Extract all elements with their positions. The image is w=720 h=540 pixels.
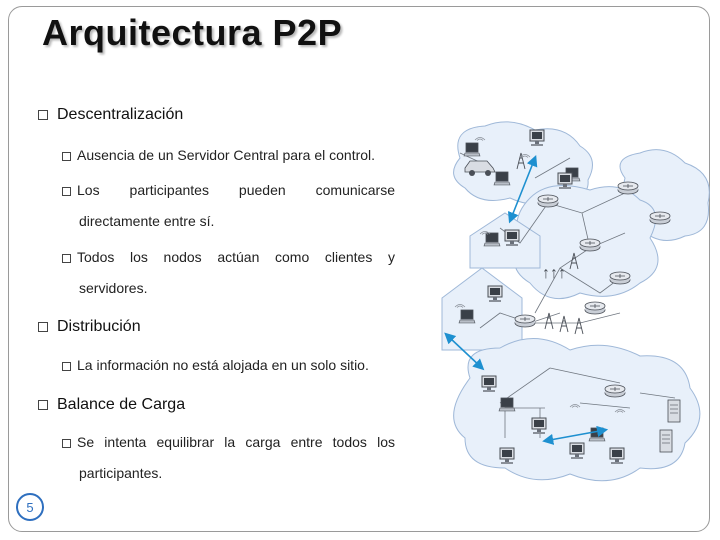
antenna-icon: ↑↑↑ bbox=[542, 265, 566, 282]
enterprise-network-cloud bbox=[453, 338, 701, 482]
checkbox-bullet-icon bbox=[62, 187, 71, 196]
slide-title: Arquitectura P2P bbox=[42, 12, 343, 53]
sub-bullet-continuation: participantes. bbox=[79, 465, 163, 481]
bullet-distribucion: Distribución bbox=[38, 318, 141, 336]
checkbox-bullet-icon bbox=[62, 362, 71, 371]
sub-bullet-text: Ausencia de un Servidor Central para el … bbox=[77, 147, 376, 163]
sub-bullet-equilibrar: Se intenta equilibrar la carga entre tod… bbox=[62, 427, 400, 489]
sub-bullet-participantes: Los participantes pueden comunicarse dir… bbox=[62, 175, 400, 237]
checkbox-bullet-icon bbox=[62, 439, 71, 448]
p2p-link-arrows bbox=[444, 155, 609, 445]
slide-frame bbox=[8, 6, 710, 532]
sub-bullet-text: Se intenta equilibrar la carga entre tod… bbox=[77, 434, 395, 450]
sub-bullet-servidor: Ausencia de un Servidor Central para el … bbox=[62, 140, 400, 171]
sub-bullet-text: La información no está alojada en un sol… bbox=[77, 357, 369, 373]
sub-bullet-text: Los participantes pueden comunicarse bbox=[77, 182, 395, 198]
sub-bullet-nodos: Todos los nodos actúan como clientes y s… bbox=[62, 242, 400, 304]
p2p-network-diagram: ↑↑↑ bbox=[441, 121, 710, 482]
bullet-label: Descentralización bbox=[57, 106, 184, 123]
checkbox-bullet-icon bbox=[38, 110, 48, 120]
sub-bullet-continuation: servidores. bbox=[79, 280, 148, 296]
checkbox-bullet-icon bbox=[62, 254, 71, 263]
bullet-label: Distribución bbox=[57, 318, 141, 335]
page-number: 5 bbox=[16, 493, 44, 521]
home-network bbox=[441, 267, 523, 351]
sub-bullet-continuation: directamente entre sí. bbox=[79, 213, 215, 229]
checkbox-bullet-icon bbox=[38, 400, 48, 410]
checkbox-bullet-icon bbox=[38, 322, 48, 332]
bullet-balance-de-carga: Balance de Carga bbox=[38, 396, 185, 414]
checkbox-bullet-icon bbox=[62, 152, 71, 161]
bullet-label: Balance de Carga bbox=[57, 396, 186, 413]
bullet-descentralizacion: Descentralización bbox=[38, 106, 183, 124]
car-icon bbox=[464, 160, 496, 176]
sub-bullet-informacion: La información no está alojada en un sol… bbox=[62, 350, 400, 381]
sub-bullet-text: Todos los nodos actúan como clientes y bbox=[77, 249, 395, 265]
